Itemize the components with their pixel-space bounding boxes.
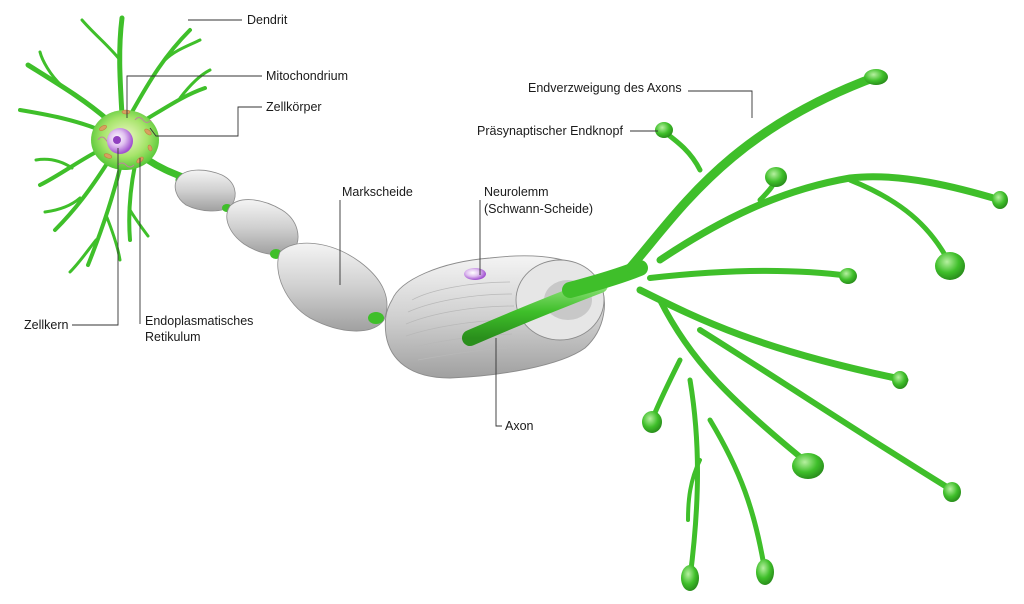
leader-zellkern	[72, 148, 119, 326]
cell-body	[91, 109, 159, 170]
label-markscheide: Markscheide	[342, 185, 413, 199]
myelin-segment-3	[277, 242, 388, 332]
label-neurolemm-line1: Neurolemm	[484, 185, 549, 199]
label-er-line1: Endoplasmatisches	[145, 314, 253, 328]
synaptic-knobs	[642, 69, 1008, 591]
leader-mitochondrium	[126, 75, 262, 118]
label-zellkern: Zellkern	[24, 318, 69, 332]
schwann-nucleus	[464, 268, 486, 280]
leader-endverzweigung	[688, 90, 753, 118]
leader-axon	[495, 338, 502, 427]
leader-zellkoerper	[149, 106, 262, 137]
dendrites	[18, 15, 212, 274]
label-er-line2: Retikulum	[145, 330, 201, 344]
axon-terminals	[562, 71, 1004, 581]
label-mitochondrium: Mitochondrium	[266, 69, 348, 83]
myelinated-axon	[174, 169, 388, 332]
nucleolus	[113, 136, 121, 144]
label-dendrit: Dendrit	[247, 13, 288, 27]
label-neurolemm-line2: (Schwann-Scheide)	[484, 202, 593, 216]
labels: Dendrit Mitochondrium Zellkörper Zellker…	[24, 13, 682, 433]
label-axon: Axon	[505, 419, 534, 433]
label-zellkoerper: Zellkörper	[266, 100, 322, 114]
organelles	[99, 109, 153, 164]
leader-lines	[72, 19, 753, 427]
label-endverzweigung: Endverzweigung des Axons	[528, 81, 682, 95]
label-endknopf: Präsynaptischer Endknopf	[477, 124, 623, 138]
schwann-cell	[384, 255, 608, 379]
